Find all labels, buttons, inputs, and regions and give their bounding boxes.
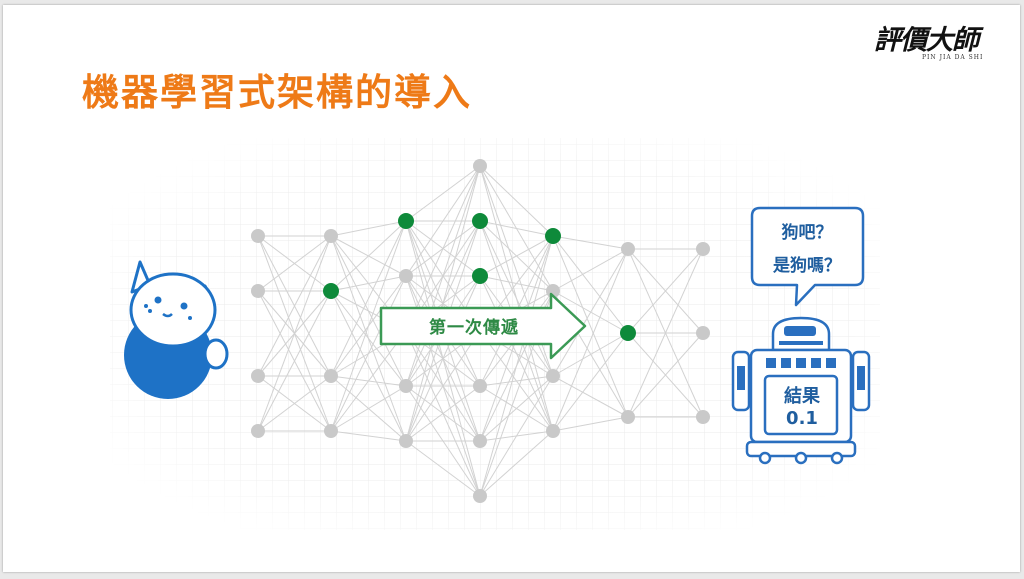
neuron-node [399, 434, 413, 448]
network-edge [552, 248, 629, 432]
neuron-node [324, 229, 338, 243]
brand-logo: 評價大師 PIN JIA DA SHI [874, 18, 986, 66]
network-edge [479, 375, 554, 442]
speech-bubble [750, 206, 865, 307]
network-edge [330, 330, 407, 432]
neuron-node [621, 410, 635, 424]
network-edge [405, 440, 481, 497]
active-neuron-node [620, 325, 636, 341]
network-edge [330, 220, 407, 432]
network-edge [552, 248, 629, 292]
neuron-node [621, 242, 635, 256]
neuron-node [696, 326, 710, 340]
robot-icon [731, 316, 871, 465]
network-edge [552, 416, 629, 432]
neuron-node [473, 159, 487, 173]
active-neuron-node [545, 228, 561, 244]
network-edge [552, 235, 629, 334]
network-edge [627, 332, 704, 418]
network-edge [627, 248, 704, 418]
neuron-node [546, 424, 560, 438]
neuron-node [251, 424, 265, 438]
network-edge [257, 235, 332, 292]
network-edge [330, 220, 407, 377]
active-neuron-node [472, 213, 488, 229]
neuron-node [399, 379, 413, 393]
speech-bubble-line2: 是狗嗎？ [773, 256, 841, 276]
network-edge [330, 385, 407, 432]
robot-screen-label: 結果 [784, 386, 820, 407]
network-edge [552, 235, 629, 418]
network-edge [479, 220, 554, 237]
network-edge [479, 430, 554, 497]
network-edge [405, 385, 481, 442]
neuron-node [399, 269, 413, 283]
network-edge [405, 275, 481, 442]
network-edge [405, 165, 481, 277]
neuron-node [251, 369, 265, 383]
network-edge [330, 290, 407, 387]
network-edge [405, 330, 481, 442]
network-edge [405, 165, 481, 222]
network-edge [257, 290, 332, 432]
network-edge [330, 220, 407, 292]
network-edge [552, 375, 629, 418]
active-neuron-node [472, 268, 488, 284]
neuron-node [251, 284, 265, 298]
network-edge [257, 235, 332, 432]
network-edge [479, 375, 554, 497]
network-edge [330, 220, 407, 237]
robot-screen-value: 0.1 [786, 408, 818, 429]
network-edge [552, 235, 629, 250]
network-edge [405, 165, 481, 442]
active-neuron-node [323, 283, 339, 299]
network-edge [552, 332, 629, 432]
arrow-label: 第一次傳遞 [429, 318, 519, 338]
network-edge [479, 220, 554, 377]
network-edge [552, 332, 629, 377]
network-edge [627, 248, 704, 334]
network-edge [405, 165, 481, 387]
network-edge [479, 235, 554, 277]
logo-text: 評價大師 [874, 25, 979, 56]
neuron-node [696, 410, 710, 424]
network-edge [330, 275, 407, 432]
neuron-node [546, 369, 560, 383]
network-edge [405, 165, 481, 332]
logo-subtext: PIN JIA DA SHI [922, 54, 984, 61]
neuron-node [696, 242, 710, 256]
forward-pass-arrow [379, 292, 587, 360]
network-edge [330, 430, 407, 442]
network-edge [552, 248, 629, 377]
network-edge [330, 290, 407, 442]
neuron-node [324, 369, 338, 383]
network-edge [479, 165, 554, 237]
neuron-node [324, 424, 338, 438]
network-edge [257, 235, 332, 377]
network-edge [479, 235, 554, 497]
slide-title: 機器學習式架構的導入 [82, 71, 472, 114]
network-edge [257, 375, 332, 432]
neuron-node [251, 229, 265, 243]
speech-bubble-line1: 狗吧？ [781, 223, 833, 243]
neuron-node [473, 434, 487, 448]
neuron-node [473, 489, 487, 503]
network-nodes [251, 159, 710, 503]
neuron-node [546, 284, 560, 298]
active-neuron-node [398, 213, 414, 229]
neuron-node [473, 379, 487, 393]
network-edge [479, 375, 554, 387]
cat-mascot-icon [124, 260, 229, 399]
network-edge [330, 275, 407, 292]
